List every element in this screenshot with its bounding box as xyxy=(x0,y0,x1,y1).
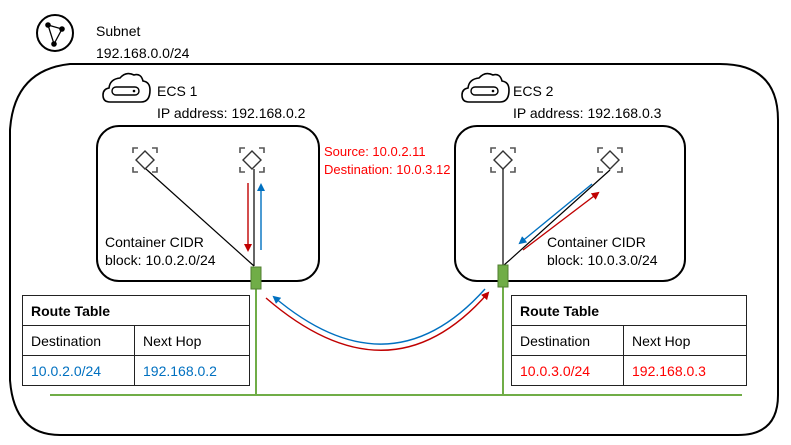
route-table-title: Route Table xyxy=(511,295,747,326)
link-ecs1-container-a xyxy=(145,168,255,267)
container-icon-ecs1-b xyxy=(239,147,265,173)
ecs2-container-cidr-line2: block: 10.0.3.0/24 xyxy=(547,252,658,268)
response-arrow-between-nodes xyxy=(272,288,486,345)
route-next-hop: 192.168.0.2 xyxy=(134,355,250,386)
subnet-icon xyxy=(36,14,74,52)
route-destination: 10.0.2.0/24 xyxy=(22,355,135,386)
packet-source: Source: 10.0.2.11 xyxy=(324,144,426,159)
ecs1-container-cidr-line2: block: 10.0.2.0/24 xyxy=(105,252,216,268)
route-next-hop: 192.168.0.3 xyxy=(623,355,747,386)
container-icon-ecs2-a xyxy=(490,147,516,173)
subnet-boundary xyxy=(9,63,779,436)
ecs2-box xyxy=(454,125,686,282)
container-icon-ecs2-b xyxy=(597,147,623,173)
table-row: 10.0.2.0/24 192.168.0.2 xyxy=(22,355,250,386)
table-row: 10.0.3.0/24 192.168.0.3 xyxy=(511,355,747,386)
column-header-next-hop: Next Hop xyxy=(623,325,747,356)
ecs2-ip: IP address: 192.168.0.3 xyxy=(513,105,662,121)
ecs2-cloud-icon xyxy=(461,72,510,103)
ecs1-container-cidr-line1: Container CIDR xyxy=(105,234,204,250)
column-header-next-hop: Next Hop xyxy=(134,325,250,356)
ecs1-nic xyxy=(250,266,262,290)
ecs1-ip: IP address: 192.168.0.2 xyxy=(157,105,306,121)
ecs2-name: ECS 2 xyxy=(513,83,554,99)
link-ecs2-container-b xyxy=(502,169,611,267)
route-table-ecs2: Route Table Destination Next Hop 10.0.3.… xyxy=(511,295,747,386)
ecs2-container-cidr-line1: Container CIDR xyxy=(547,234,646,250)
subnet-cidr: 192.168.0.0/24 xyxy=(96,45,190,61)
packet-destination: Destination: 10.0.3.12 xyxy=(324,162,451,177)
container-icon-ecs1-a xyxy=(132,147,158,173)
route-destination: 10.0.3.0/24 xyxy=(511,355,624,386)
route-table-ecs1: Route Table Destination Next Hop 10.0.2.… xyxy=(22,295,250,386)
ecs1-name: ECS 1 xyxy=(157,83,198,99)
request-arrow-ecs2 xyxy=(522,191,600,251)
subnet-title: Subnet xyxy=(96,23,141,39)
ecs1-cloud-icon xyxy=(102,72,151,103)
column-header-destination: Destination xyxy=(511,325,624,356)
ecs1-box xyxy=(96,125,320,282)
ecs2-nic xyxy=(497,264,509,288)
route-table-title: Route Table xyxy=(22,295,250,326)
request-arrow-between-nodes xyxy=(265,291,490,351)
column-header-destination: Destination xyxy=(22,325,135,356)
response-arrow-ecs2 xyxy=(518,183,593,245)
